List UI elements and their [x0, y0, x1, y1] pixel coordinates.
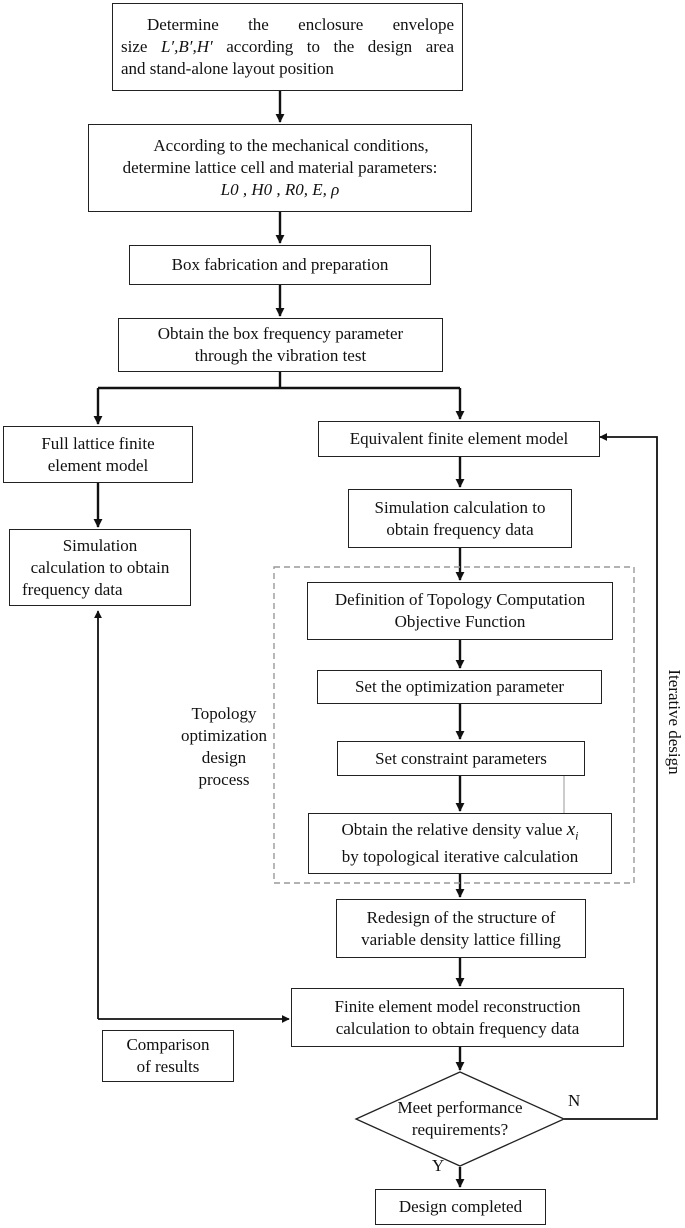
step-relative-density: Obtain the relative density value xi by …	[308, 813, 612, 874]
step1-line1: Determine the enclosure envelope	[147, 15, 454, 34]
right1-line1: Equivalent finite element model	[349, 429, 569, 448]
step1-line2-pre: size	[121, 37, 161, 56]
decision-yes-label: Y	[432, 1156, 445, 1175]
arrow-iterative-loop	[564, 433, 658, 1120]
step-set-constraints: Set constraint parameters	[337, 741, 585, 776]
step-full-lattice-model: Full lattice finite element model	[3, 426, 193, 483]
reconstruct-line2: calculation to obtain frequency data	[335, 1018, 580, 1038]
compare-line2: of results	[136, 1057, 200, 1076]
step-right-simulation: Simulation calculation to obtain frequen…	[348, 489, 572, 548]
step2-line1: According to the mechanical conditions,	[153, 136, 429, 155]
right2-line2: obtain frequency data	[386, 519, 534, 539]
step1-line3: and stand-alone layout position	[121, 59, 334, 78]
redesign-line2: variable density lattice filling	[361, 929, 561, 949]
step-left-simulation: Simulation calculation to obtain frequen…	[9, 529, 191, 606]
topo4-variable: x	[566, 818, 576, 840]
topo-label-line1: Topology	[191, 704, 257, 723]
step4-line1: Obtain the box frequency parameter	[157, 324, 404, 343]
step3-line1: Box fabrication and preparation	[171, 255, 389, 274]
topo-label-line3: design	[201, 748, 247, 767]
decision-line2: requirements?	[411, 1120, 509, 1139]
step1-dimension-vars: L′,B′,H′	[160, 37, 213, 56]
step-comparison-results: Comparison of results	[102, 1030, 234, 1082]
topology-process-label: Topology optimization design process	[168, 703, 280, 791]
topo4-line2: by topological iterative calculation	[341, 847, 579, 867]
step1-line2-post: according to the design area	[212, 37, 454, 56]
step2-line2: determine lattice cell and material para…	[122, 158, 438, 177]
left2-line1: Simulation	[62, 535, 138, 555]
topo4-line1: Obtain the relative density value xi	[342, 819, 579, 846]
decision-diamond	[354, 1071, 566, 1167]
step-determine-envelope: Determine the enclosure envelope size L′…	[112, 3, 463, 91]
step-define-objective: Definition of Topology Computation Objec…	[307, 582, 613, 640]
right2-line1: Simulation calculation to	[374, 497, 546, 517]
step-set-optimization: Set the optimization parameter	[317, 670, 602, 704]
step-vibration-test: Obtain the box frequency parameter throu…	[118, 318, 443, 372]
step-lattice-parameters: According to the mechanical conditions, …	[88, 124, 472, 212]
topo-label-line2: optimization	[181, 726, 267, 745]
left1-line1: Full lattice finite	[41, 433, 155, 453]
step2-parameters: L0 , H0 , R0, E, ρ	[220, 180, 340, 199]
topo-label-line4: process	[198, 770, 250, 789]
step4-line2: through the vibration test	[194, 346, 367, 365]
topo3-line1: Set constraint parameters	[375, 748, 547, 768]
left1-line2: element model	[47, 455, 149, 475]
redesign-line1: Redesign of the structure of	[366, 907, 556, 927]
topo1-line2: Objective Function	[394, 612, 526, 631]
step-box-fabrication: Box fabrication and preparation	[129, 245, 431, 285]
topo4-subscript: i	[575, 828, 579, 843]
decision-label: Meet performance requirements?	[356, 1097, 564, 1141]
iterative-design-label: Iterative design	[665, 669, 684, 775]
decision-line1: Meet performance	[397, 1098, 523, 1117]
step-model-reconstruction: Finite element model reconstruction calc…	[291, 988, 624, 1047]
final-line1: Design completed	[398, 1197, 523, 1216]
reconstruct-line1: Finite element model reconstruction	[334, 996, 581, 1016]
left2-line3: frequency data	[22, 579, 123, 599]
step-design-completed: Design completed	[375, 1189, 546, 1225]
topo1-line1: Definition of Topology Computation	[334, 590, 586, 609]
compare-line1: Comparison	[126, 1035, 210, 1054]
step1-line2: size L′,B′,H′ according to the design ar…	[121, 36, 454, 58]
left2-line2: calculation to obtain	[30, 557, 170, 577]
step-redesign-structure: Redesign of the structure of variable de…	[336, 899, 586, 958]
topo4-line1-pre: Obtain the relative density value	[341, 819, 567, 839]
step-equivalent-model: Equivalent finite element model	[318, 421, 600, 457]
decision-no-label: N	[568, 1091, 581, 1110]
topology-region	[273, 566, 635, 884]
topo2-line1: Set the optimization parameter	[354, 677, 565, 696]
